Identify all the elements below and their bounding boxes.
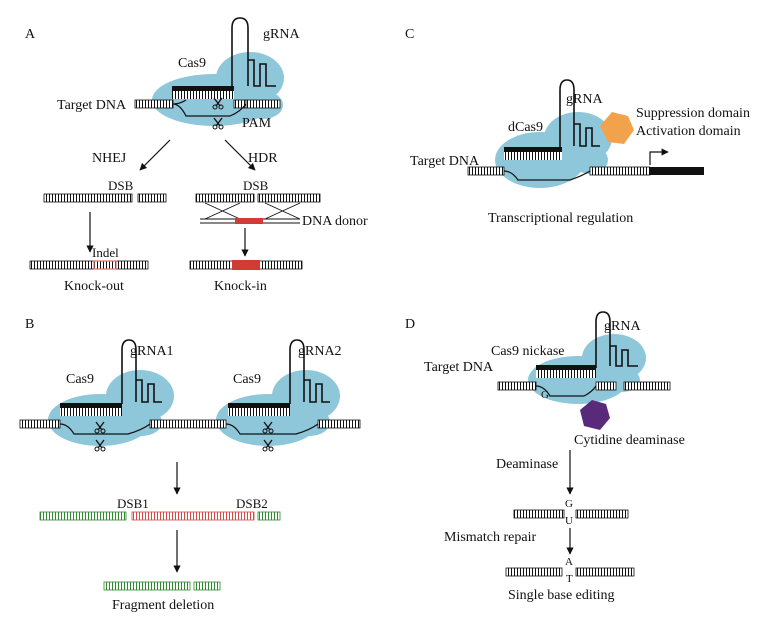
grna1-strand	[121, 339, 162, 404]
panel-a-letter: A	[25, 27, 36, 42]
dsb-right-label: DSB	[243, 178, 269, 193]
transcriptional-label: Transcriptional regulation	[488, 211, 633, 226]
fragment-deletion-label: Fragment deletion	[112, 598, 214, 613]
cas9-label: Cas9	[178, 56, 206, 71]
cas9-left-label: Cas9	[66, 372, 94, 387]
grna-spacer	[60, 403, 122, 408]
dsb-fragment	[137, 193, 167, 203]
flank-fragment-left	[39, 511, 127, 521]
grna-strand	[595, 311, 638, 368]
dsb-fragment	[195, 193, 255, 203]
panel-d: D G gRNA Cas9 nickase Target DNA Cytidin…	[405, 311, 685, 603]
grna-strand	[231, 17, 276, 88]
grna-label: gRNA	[604, 319, 641, 334]
target-dna-label: Target DNA	[410, 154, 480, 169]
hdr-arrow	[224, 139, 256, 171]
panel-b-letter: B	[25, 317, 34, 332]
flank-fragment-right	[257, 511, 281, 521]
spacer-ladder	[60, 408, 122, 416]
u-bottom-label: U	[565, 515, 573, 527]
transcription-start-arrow	[649, 148, 669, 165]
pam-label: PAM	[242, 116, 272, 131]
spacer-ladder	[536, 370, 596, 378]
panel-c-letter: C	[405, 27, 414, 42]
suppression-label: Suppression domain	[636, 106, 750, 121]
spacer-ladder	[228, 408, 290, 416]
dna-donor	[200, 218, 300, 224]
effector-domain	[600, 112, 634, 144]
insert-mark	[232, 260, 260, 270]
knock-in-label: Knock-in	[214, 279, 267, 294]
edited-dna	[505, 567, 635, 577]
grna-spacer	[228, 403, 290, 408]
single-base-label: Single base editing	[508, 588, 615, 603]
dsb-left-label: DSB	[108, 178, 134, 193]
t-bottom-label: T	[566, 573, 573, 585]
excised-fragment	[131, 511, 255, 521]
indel-label: Indel	[92, 245, 119, 260]
grna-strand	[559, 79, 600, 148]
a-top-label: A	[565, 556, 573, 568]
grna-spacer	[172, 86, 234, 91]
grna2-strand	[289, 339, 330, 404]
dsb-fragment	[257, 193, 321, 203]
knock-out-label: Knock-out	[64, 279, 124, 294]
grna-spacer	[504, 147, 562, 152]
target-dna	[497, 381, 671, 397]
target-dna	[467, 166, 704, 181]
grna-label: gRNA	[263, 27, 300, 42]
g-top-label: G	[565, 498, 573, 510]
crossover-lines	[204, 202, 301, 220]
g-base-label: G	[541, 389, 549, 401]
deaminase-protein	[580, 400, 610, 430]
dsb-fragment	[43, 193, 133, 203]
dcas9-label: dCas9	[508, 120, 543, 135]
target-dna	[19, 419, 361, 435]
mismatch-repair-label: Mismatch repair	[444, 530, 536, 545]
indel-mark	[93, 260, 117, 270]
nhej-label: NHEJ	[92, 151, 127, 166]
dsb1-label: DSB1	[117, 496, 149, 511]
target-dna-label: Target DNA	[424, 360, 494, 375]
cas9-right-label: Cas9	[233, 372, 261, 387]
mismatch-dna	[513, 509, 629, 519]
joined-fragment	[193, 581, 221, 591]
panel-b: B gRNA1 gRNA2	[19, 317, 361, 613]
cytidine-deaminase-label: Cytidine deaminase	[574, 433, 685, 448]
knockout-dna	[29, 260, 149, 270]
panel-a: A Cas9 gRNA Target DNA PAM NHEJ HDR	[25, 17, 368, 294]
grna-spacer	[536, 365, 596, 370]
dsb2-label: DSB2	[236, 496, 268, 511]
grna2-label: gRNA2	[298, 344, 342, 359]
dna-donor-label: DNA donor	[302, 214, 368, 229]
grna-label: gRNA	[566, 92, 603, 107]
panel-d-letter: D	[405, 317, 415, 332]
nhej-arrow	[139, 139, 171, 171]
joined-fragment	[103, 581, 191, 591]
cas9-nickase-label: Cas9 nickase	[491, 344, 564, 359]
spacer-ladder	[504, 152, 562, 160]
grna1-label: gRNA1	[130, 344, 174, 359]
target-dna-label: Target DNA	[57, 98, 127, 113]
activation-label: Activation domain	[636, 124, 741, 139]
panel-c: C gRNA dCas9 Target DNA Suppression doma…	[405, 27, 750, 226]
target-dna	[134, 99, 281, 117]
deaminase-label: Deaminase	[496, 457, 558, 472]
hdr-label: HDR	[248, 151, 278, 166]
spacer-ladder	[172, 91, 234, 99]
